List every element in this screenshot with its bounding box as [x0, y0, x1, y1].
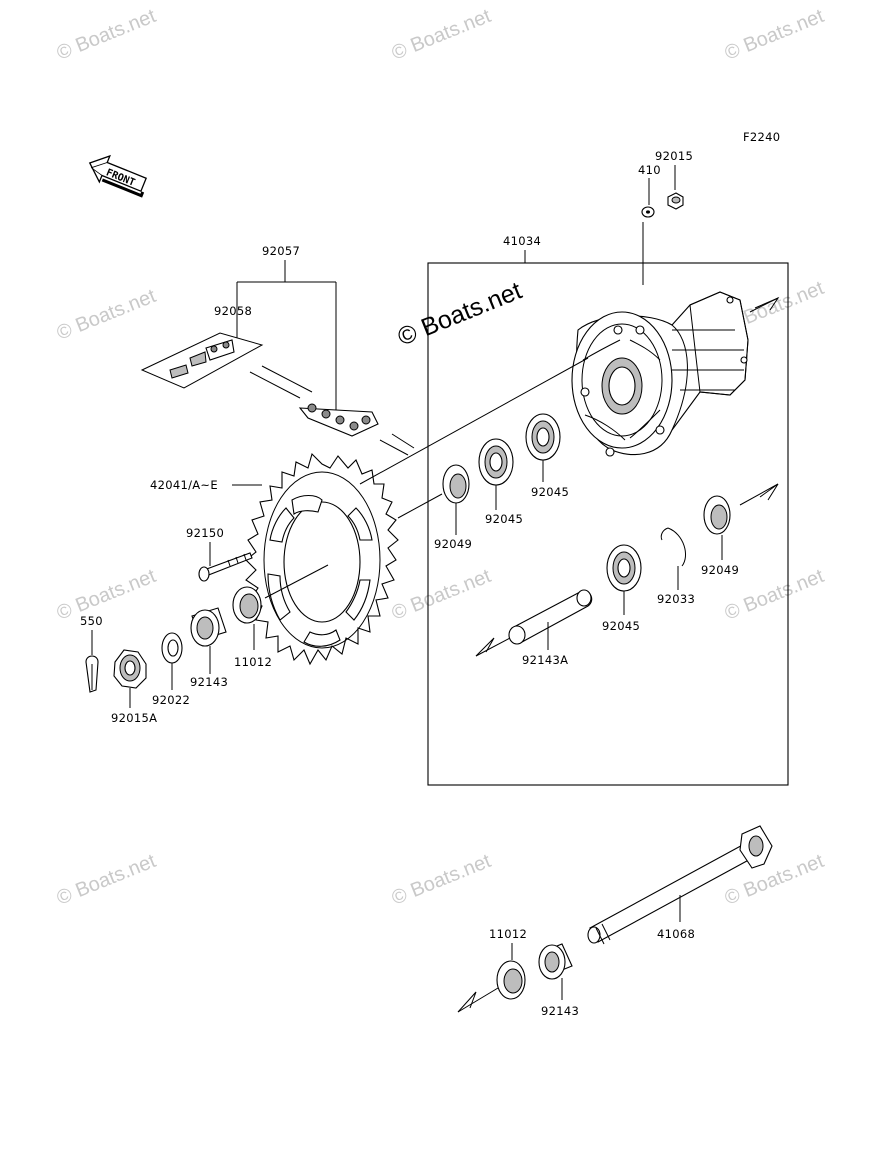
bearing-92045-a: [478, 438, 514, 486]
washer-92022: [161, 632, 183, 664]
front-arrow-icon: FRONT: [88, 154, 148, 198]
watermark: © Boats.net: [54, 285, 160, 345]
part-label-92045-c: 92045: [602, 619, 640, 633]
nut-92015A: [113, 649, 147, 689]
part-label-92150: 92150: [186, 526, 224, 540]
collar-92143-a: [190, 607, 227, 647]
part-label-11012-b: 11012: [489, 927, 527, 941]
part-label-92049-b: 92049: [701, 563, 739, 577]
drive-chain: [249, 365, 415, 456]
part-label-42041: 42041/A~E: [150, 478, 218, 492]
watermark: © Boats.net: [389, 5, 495, 65]
part-label-92045-b: 92045: [531, 485, 569, 499]
collar-11012-b: [496, 960, 526, 1000]
part-label-41068: 41068: [657, 927, 695, 941]
part-label-92049-a: 92049: [434, 537, 472, 551]
seal-92049-a: [442, 464, 470, 504]
collar-92143-b: [538, 943, 573, 980]
part-label-410: 410: [638, 163, 661, 177]
nut-92015: [667, 192, 684, 210]
hub-assembly-box: [427, 262, 789, 786]
watermark-center: © Boats.net: [394, 277, 526, 352]
watermark: © Boats.net: [54, 850, 160, 910]
bearing-92045-c: [606, 544, 642, 592]
collar-11012-a: [232, 586, 262, 624]
chain-joint-kit: [140, 332, 264, 389]
part-label-11012-a: 11012: [234, 655, 272, 669]
part-label-92015: 92015: [655, 149, 693, 163]
part-label-92015A: 92015A: [111, 711, 157, 725]
watermark: © Boats.net: [54, 5, 160, 65]
part-label-92045-a: 92045: [485, 512, 523, 526]
part-label-92022: 92022: [152, 693, 190, 707]
watermark: © Boats.net: [389, 850, 495, 910]
axle-41068: [587, 825, 773, 945]
cotter-pin-550: [85, 655, 99, 693]
watermark: © Boats.net: [54, 565, 160, 625]
seal-92049-b: [703, 495, 731, 535]
rear-sprocket: [245, 452, 399, 666]
figure-code: F2240: [743, 130, 780, 144]
watermark: © Boats.net: [722, 5, 828, 65]
part-label-41034: 41034: [503, 234, 541, 248]
watermark: © Boats.net: [389, 565, 495, 625]
bearing-92045-b: [525, 413, 561, 461]
watermarks: © Boats.net © Boats.net © Boats.net © Bo…: [54, 5, 828, 910]
circlip-92033: [660, 527, 686, 567]
rear-hub: [571, 291, 749, 457]
part-label-92143-a: 92143: [190, 675, 228, 689]
part-label-92058: 92058: [214, 304, 252, 318]
part-label-550: 550: [80, 614, 103, 628]
part-label-92143-b: 92143: [541, 1004, 579, 1018]
part-label-92033: 92033: [657, 592, 695, 606]
spacer-92143A: [508, 589, 593, 645]
bolt-92150: [198, 552, 253, 582]
part-label-92057: 92057: [262, 244, 300, 258]
part-label-92143A: 92143A: [522, 653, 568, 667]
